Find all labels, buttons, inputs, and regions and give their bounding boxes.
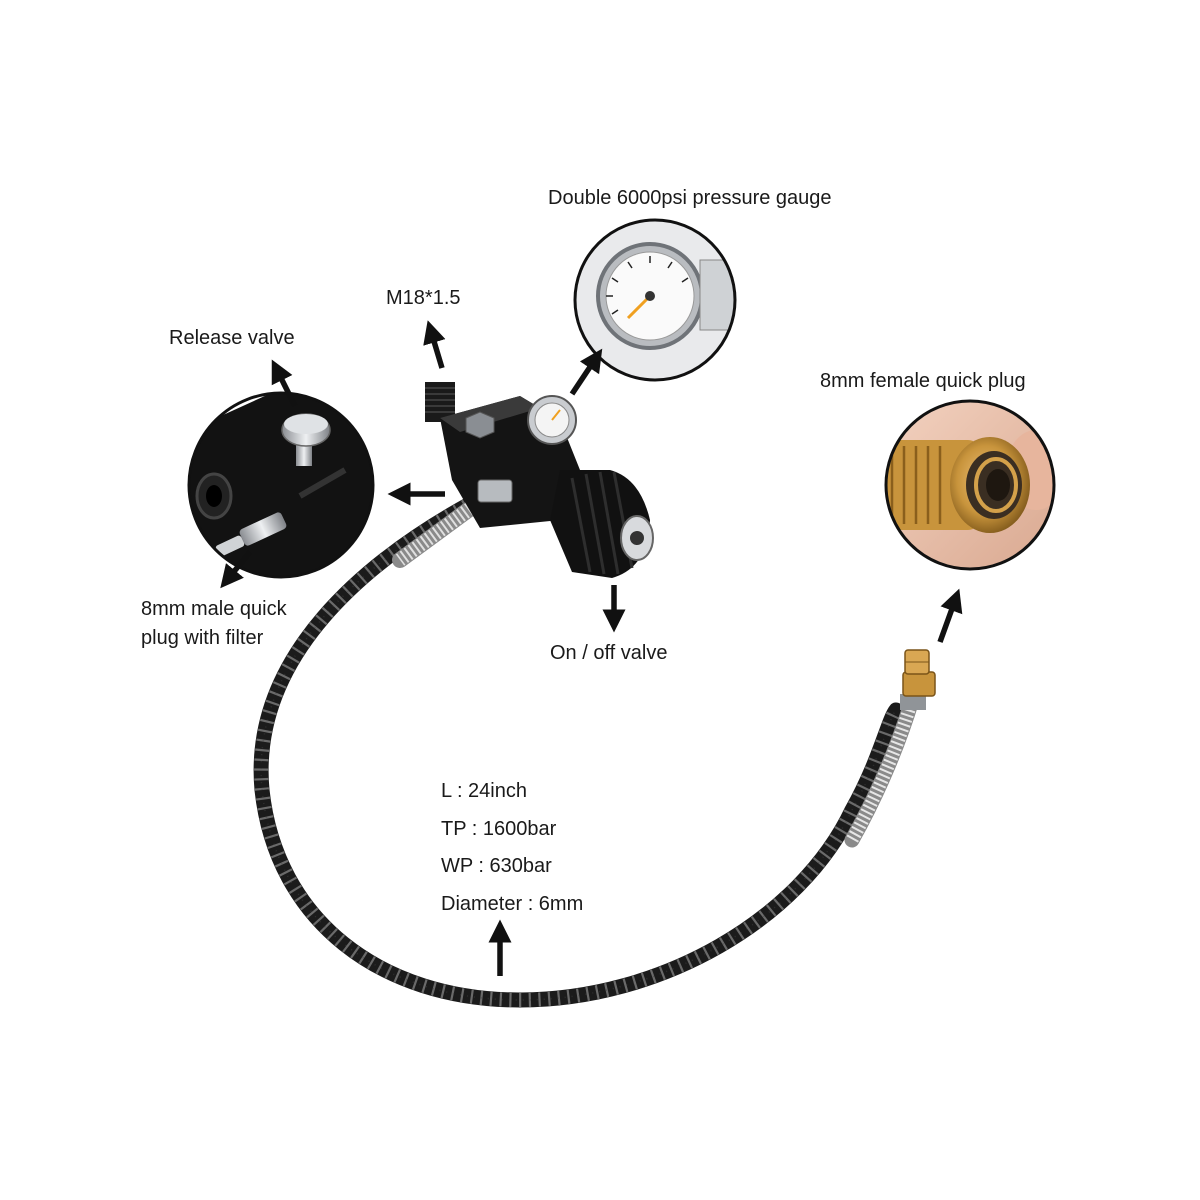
hose-specs: L : 24inch TP : 1600bar WP : 630bar Diam… bbox=[441, 773, 583, 923]
pressure-gauge-detail bbox=[573, 218, 737, 382]
steel-spring-guard-end bbox=[844, 692, 920, 848]
female-plug-detail bbox=[884, 399, 1056, 571]
spec-diameter: Diameter : 6mm bbox=[441, 892, 584, 915]
spec-working-pressure: WP : 630bar bbox=[441, 855, 552, 877]
arrow-gauge bbox=[569, 348, 603, 396]
hose bbox=[253, 484, 904, 1008]
fill-manifold bbox=[425, 382, 654, 578]
arrow-thread bbox=[423, 320, 446, 369]
gauge-label: Double 6000psi pressure gauge bbox=[548, 187, 832, 209]
on-off-valve-label: On / off valve bbox=[550, 642, 668, 664]
release-valve-detail bbox=[187, 391, 375, 579]
male-plug-label-line2: plug with filter bbox=[141, 627, 264, 649]
arrow-release-valve bbox=[271, 359, 298, 408]
release-valve-label: Release valve bbox=[169, 327, 295, 349]
male-plug-label-line1: 8mm male quick bbox=[141, 598, 287, 620]
spec-length: L : 24inch bbox=[441, 780, 527, 802]
arrow-male-plug bbox=[220, 550, 253, 589]
thread-label: M18*1.5 bbox=[386, 287, 461, 309]
spec-test-pressure: TP : 1600bar bbox=[441, 817, 557, 840]
arrow-female-plug bbox=[937, 588, 963, 643]
female-plug-label: 8mm female quick plug bbox=[820, 370, 1026, 392]
female-fitting bbox=[900, 649, 936, 710]
